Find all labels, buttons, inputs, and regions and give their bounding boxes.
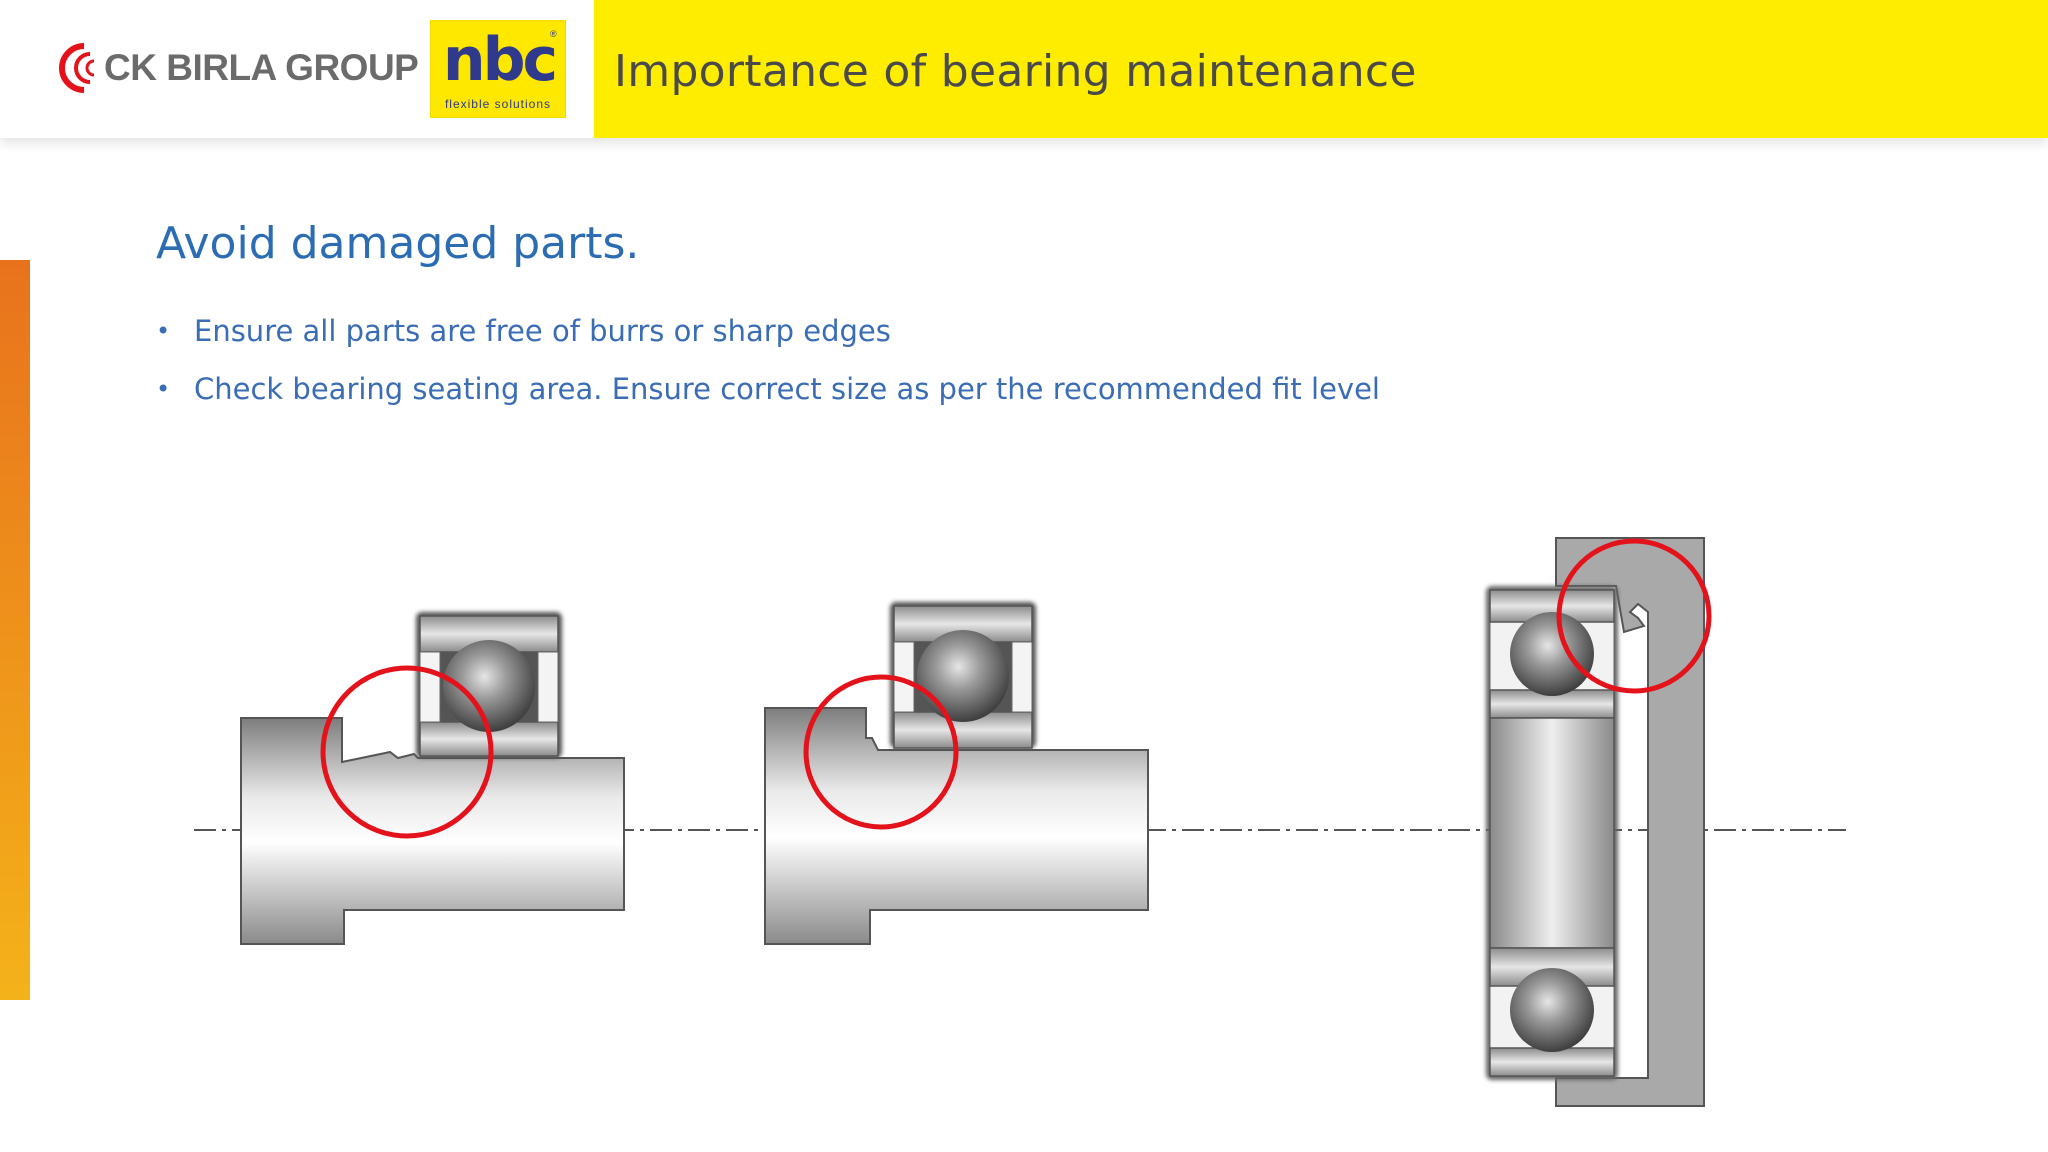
bearing-diagram-sharp-edge xyxy=(764,602,1149,945)
bearing-diagram-housing xyxy=(1486,537,1712,1107)
housing-icon xyxy=(1555,537,1705,1107)
ck-birla-logo-text: CK BIRLA GROUP xyxy=(104,47,419,88)
title-bar: Importance of bearing maintenance xyxy=(594,0,2048,138)
ck-birla-logo: CK BIRLA GROUP xyxy=(54,38,419,98)
damage-highlight-circle xyxy=(1556,538,1712,694)
damage-highlight-circle xyxy=(320,665,494,839)
bullet-text: Ensure all parts are free of burrs or sh… xyxy=(194,314,891,348)
bullet-item: • Ensure all parts are free of burrs or … xyxy=(156,314,891,348)
bullet-text: Check bearing seating area. Ensure corre… xyxy=(194,372,1380,406)
section-heading: Avoid damaged parts. xyxy=(156,218,640,269)
ck-birla-swirl-icon xyxy=(59,43,95,93)
nbc-logo: nbc ® flexible solutions xyxy=(430,20,566,118)
bullet-item: • Check bearing seating area. Ensure cor… xyxy=(156,372,1380,406)
slide-title: Importance of bearing maintenance xyxy=(614,46,1417,97)
nbc-logo-word: nbc xyxy=(442,25,558,95)
nbc-logo-tagline: flexible solutions xyxy=(444,97,552,111)
slide-header: CK BIRLA GROUP nbc ® flexible solutions … xyxy=(0,0,2048,138)
registered-mark-icon: ® xyxy=(550,29,557,39)
bearing-icon xyxy=(890,602,1036,749)
shaft-icon xyxy=(764,707,1149,945)
bullet-dot-icon: • xyxy=(156,375,171,403)
bearing-diagram-burr xyxy=(240,612,625,945)
accent-bar xyxy=(0,260,30,1000)
logo-area: CK BIRLA GROUP nbc ® flexible solutions xyxy=(0,0,594,138)
damage-highlight-circle xyxy=(803,674,959,830)
bearing-icon xyxy=(1486,586,1618,1080)
bullet-dot-icon: • xyxy=(156,317,171,345)
bearing-icon xyxy=(416,612,562,758)
